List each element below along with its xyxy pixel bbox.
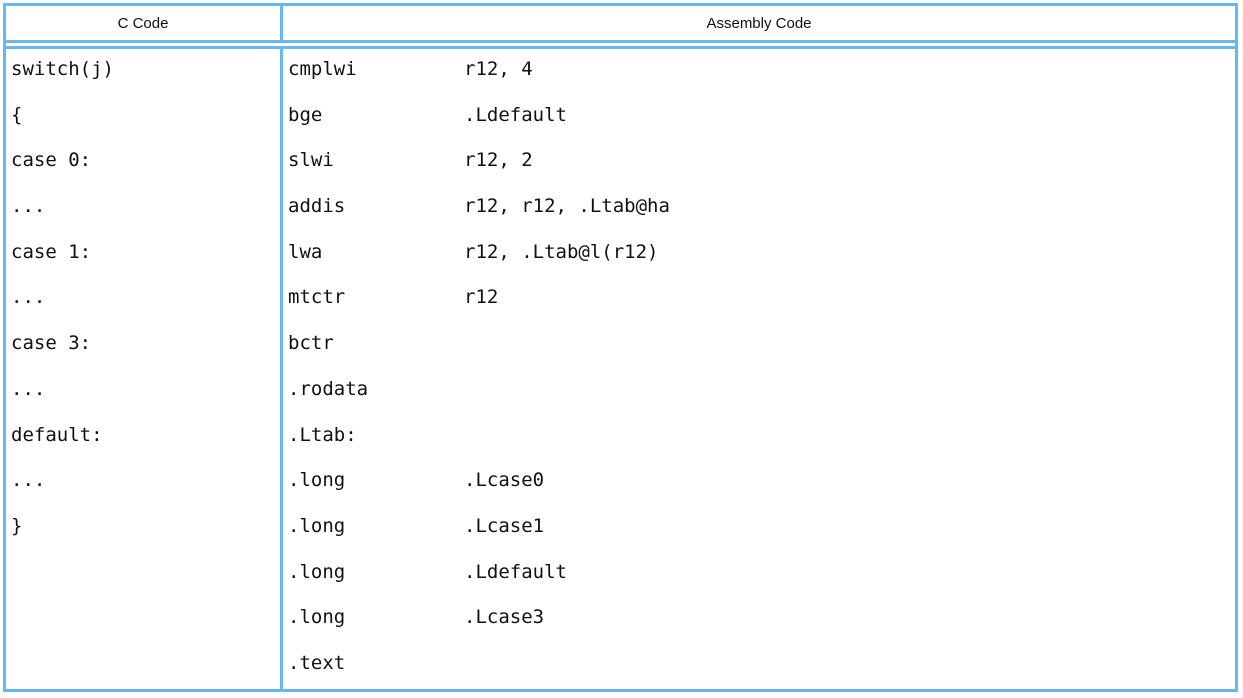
assembly-line: .long .Lcase1 xyxy=(283,508,1235,554)
assembly-line: mtctr r12 xyxy=(283,279,1235,325)
assembly-mnemonic: .long xyxy=(288,514,346,537)
c-code-column: switch(j) { case 0: ... case 1: ... case… xyxy=(6,49,283,689)
assembly-mnemonic: mtctr xyxy=(288,286,346,309)
assembly-mnemonic: bctr xyxy=(288,332,334,355)
assembly-operands: r12, 2 xyxy=(464,149,533,172)
header-double-rule-gap xyxy=(6,43,1235,46)
c-code-line: ... xyxy=(11,469,46,492)
assembly-mnemonic: .long xyxy=(288,560,346,583)
assembly-mnemonic: .rodata xyxy=(288,377,369,400)
assembly-operands: .Ldefault xyxy=(464,560,567,583)
assembly-operands: .Ldefault xyxy=(464,103,567,126)
header-c-code: C Code xyxy=(6,6,283,40)
assembly-operands: .Lcase3 xyxy=(464,606,545,629)
assembly-operands: r12, .Ltab@l(r12) xyxy=(464,240,659,263)
assembly-line: .long .Ldefault xyxy=(283,554,1235,600)
table-body-row: switch(j) { case 0: ... case 1: ... case… xyxy=(6,46,1235,689)
c-code-line: } xyxy=(11,514,23,537)
assembly-line: .text xyxy=(283,645,1235,691)
assembly-mnemonic: lwa xyxy=(288,240,323,263)
assembly-line: addis r12, r12, .Ltab@ha xyxy=(283,188,1235,234)
assembly-operands: .Lcase1 xyxy=(464,514,545,537)
assembly-line: lwa r12, .Ltab@l(r12) xyxy=(283,234,1235,280)
assembly-operands: r12, 4 xyxy=(464,58,533,80)
assembly-mnemonic: .long xyxy=(288,606,346,629)
c-code-line: ... xyxy=(11,286,46,309)
assembly-line: bge .Ldefault xyxy=(283,97,1235,143)
c-code-line: { xyxy=(11,103,23,126)
assembly-mnemonic: cmplwi xyxy=(288,58,357,80)
c-code-line: ... xyxy=(11,377,46,400)
assembly-operands: .Lcase0 xyxy=(464,469,545,492)
assembly-mnemonic: .long xyxy=(288,469,346,492)
assembly-mnemonic: .Ltab: xyxy=(288,423,357,446)
code-comparison-table: C Code Assembly Code switch(j) { case 0:… xyxy=(3,3,1238,692)
header-assembly-code: Assembly Code xyxy=(706,14,812,32)
assembly-operands: r12, r12, .Ltab@ha xyxy=(464,195,670,218)
assembly-line: .long .Lcase3 xyxy=(283,599,1235,645)
assembly-line: slwi r12, 2 xyxy=(283,142,1235,188)
c-code-line: switch(j) xyxy=(11,58,114,80)
assembly-mnemonic: .text xyxy=(288,651,346,674)
assembly-mnemonic: bge xyxy=(288,103,323,126)
assembly-line: .Ltab: xyxy=(283,417,1235,463)
assembly-line: .rodata xyxy=(283,371,1235,417)
assembly-operands: r12 xyxy=(464,286,499,309)
c-code-line: default: xyxy=(11,423,103,446)
c-code-line: case 0: xyxy=(11,149,92,172)
c-code-line: case 1: xyxy=(11,240,92,263)
assembly-line: .long .Lcase0 xyxy=(283,462,1235,508)
assembly-mnemonic: slwi xyxy=(288,149,334,172)
assembly-code-column: cmplwi r12, 4 bge .Ldefault slwi r12, 2 … xyxy=(283,49,1235,689)
assembly-mnemonic: addis xyxy=(288,195,346,218)
assembly-line: bctr xyxy=(283,325,1235,371)
assembly-line: cmplwi r12, 4 xyxy=(283,51,1235,97)
c-code-line: ... xyxy=(11,195,46,218)
table-header-row: C Code Assembly Code xyxy=(6,6,1235,43)
c-code-line: case 3: xyxy=(11,332,92,355)
